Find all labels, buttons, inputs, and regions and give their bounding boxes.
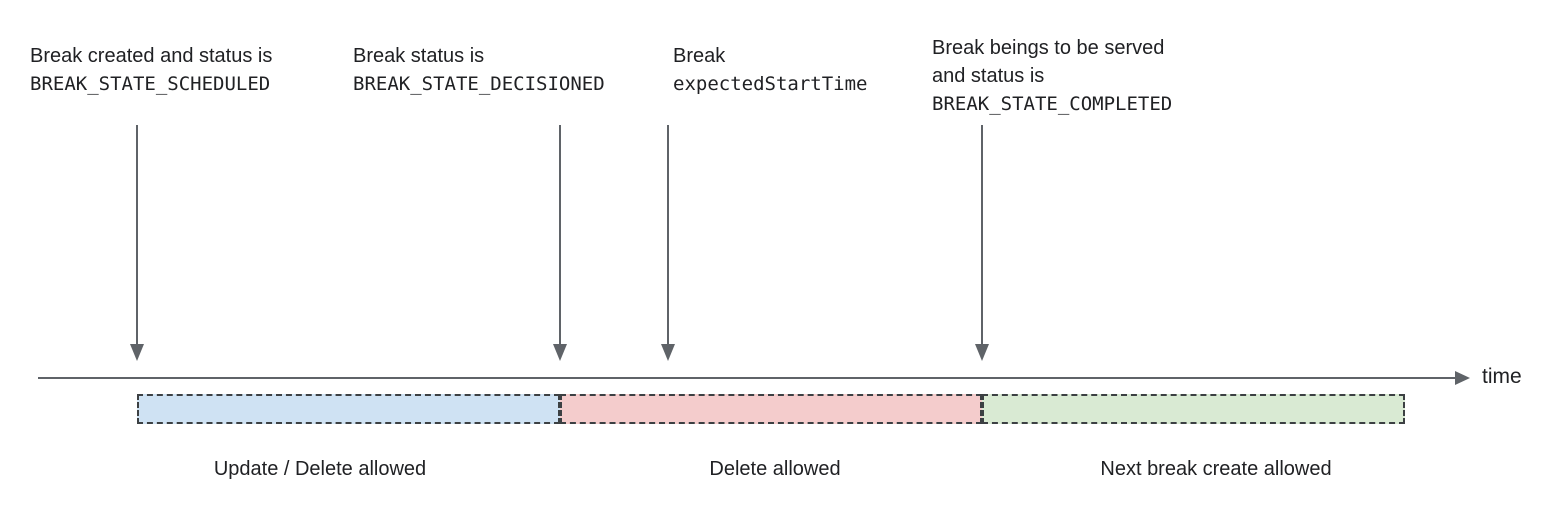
annotation-code: BREAK_STATE_SCHEDULED [30, 73, 271, 95]
arrow-shaft [981, 125, 983, 344]
segment-label-delete: Delete allowed [709, 458, 841, 480]
annotation-text: Break status is [353, 45, 485, 67]
segment-delete-allowed [560, 394, 982, 424]
annotation-break-completed: Break beings to be served and status is … [932, 34, 1172, 118]
annotation-expected-start-time: Break expectedStartTime [673, 42, 867, 98]
down-arrow-icon-scheduled [130, 125, 144, 361]
arrow-head [661, 344, 675, 361]
segment-update-delete-allowed [137, 394, 560, 424]
segment-next-break-create-allowed [982, 394, 1405, 424]
arrow-shaft [559, 125, 561, 344]
arrow-head [130, 344, 144, 361]
annotation-code: expectedStartTime [673, 73, 868, 95]
annotation-code: BREAK_STATE_COMPLETED [932, 93, 1173, 115]
time-axis-label: time [1482, 365, 1522, 388]
annotation-text: Break [673, 45, 726, 67]
annotation-code: BREAK_STATE_DECISIONED [353, 73, 605, 95]
arrow-head [553, 344, 567, 361]
annotation-break-scheduled: Break created and status is BREAK_STATE_… [30, 42, 272, 98]
annotation-text: Break beings to be served [932, 37, 1165, 59]
time-axis-arrow-icon [1455, 371, 1470, 385]
annotation-text: and status is [932, 65, 1045, 87]
time-axis-line [38, 377, 1455, 379]
annotation-text: Break created and status is [30, 45, 273, 67]
arrow-shaft [667, 125, 669, 344]
down-arrow-icon-completed [975, 125, 989, 361]
down-arrow-icon-decisioned [553, 125, 567, 361]
segment-label-next-break: Next break create allowed [1100, 458, 1332, 480]
arrow-shaft [136, 125, 138, 344]
arrow-head [975, 344, 989, 361]
segment-label-update-delete: Update / Delete allowed [213, 458, 427, 480]
annotation-break-decisioned: Break status is BREAK_STATE_DECISIONED [353, 42, 605, 98]
down-arrow-icon-expected-start [661, 125, 675, 361]
